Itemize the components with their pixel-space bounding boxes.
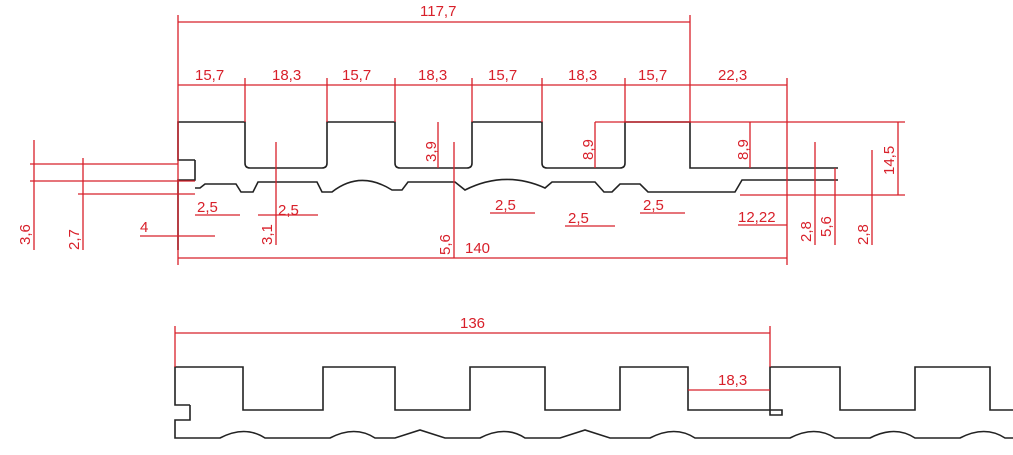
segment-label: 18,3	[568, 67, 597, 84]
segment-label: 15,7	[342, 67, 371, 84]
height-label: 14,5	[881, 146, 898, 175]
segment-label: 15,7	[195, 67, 224, 84]
top-labels: 117,7 15,7 18,3 15,7 18,3 15,7 18,3 15,7…	[17, 3, 898, 257]
groove-width-label: 18,3	[718, 372, 747, 389]
dim-label: 2,8	[855, 224, 872, 245]
dim-label: 5,6	[437, 234, 454, 255]
segment-label: 15,7	[638, 67, 667, 84]
overall-length-label: 136	[460, 315, 485, 332]
dim-label: 2,5	[278, 202, 299, 219]
dim-label: 3,1	[259, 224, 276, 245]
segment-label: 15,7	[488, 67, 517, 84]
bottom-profile	[174, 366, 1013, 439]
top-dimensions	[30, 15, 905, 265]
dim-label: 2,5	[197, 199, 218, 216]
segment-label: 18,3	[272, 67, 301, 84]
bottom-dimensions: 136 18,3	[174, 315, 771, 391]
dim-label: 5,6	[818, 216, 835, 237]
width-label: 140	[465, 240, 490, 257]
dim-label: 3,6	[17, 224, 34, 245]
segment-label: 22,3	[718, 67, 747, 84]
dim-label: 2,5	[495, 197, 516, 214]
overall-length-label: 117,7	[420, 3, 456, 20]
groove-depth-label: 8,9	[735, 139, 752, 160]
dim-label: 2,5	[643, 197, 664, 214]
groove-depth-label: 8,9	[580, 139, 597, 160]
dim-label: 4	[140, 219, 148, 236]
dim-label: 12,22	[738, 209, 776, 226]
dim-label: 2,7	[66, 229, 83, 250]
dim-label: 2,8	[798, 221, 815, 242]
dim-label: 2,5	[568, 210, 589, 227]
segment-label: 18,3	[418, 67, 447, 84]
groove-depth-label: 3,9	[423, 141, 440, 162]
